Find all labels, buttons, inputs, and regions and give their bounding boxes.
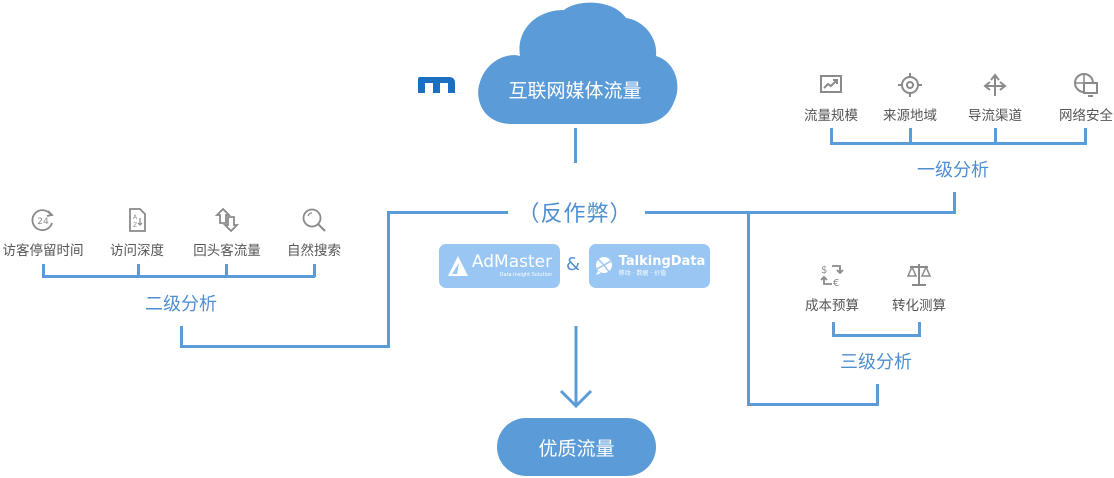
target-icon [898, 73, 922, 97]
level1-item-label: 流量规模 [804, 108, 858, 124]
anti-fraud-label: （反作弊） [517, 202, 633, 227]
result-label: 优质流量 [538, 437, 615, 460]
svg-text:A: A [133, 214, 138, 221]
level1-item-label: 来源地域 [883, 108, 937, 124]
globe-monitor-icon [1074, 73, 1098, 97]
search-icon [302, 208, 326, 232]
level1-tick [909, 128, 912, 144]
source-label: 互联网媒体流量 [508, 80, 642, 102]
level3-tick [918, 322, 921, 336]
level3-item-cost-budget: $€ 成本预算 [782, 262, 882, 314]
level2-item-stay-time: 24 访客停留时间 [0, 207, 93, 259]
level2-tick [42, 264, 45, 277]
level2-item-returning: 回头客流量 [177, 207, 277, 259]
level2-tick [225, 264, 228, 277]
svg-text:€: € [833, 278, 839, 288]
level2-tick [313, 264, 316, 277]
admaster-name: AdMaster [471, 252, 553, 272]
level3-tick [832, 322, 835, 336]
partner-joiner: & [566, 254, 581, 275]
level1-tick [994, 128, 997, 144]
level1-item-traffic-scale: 流量规模 [781, 72, 881, 124]
level3-item-conversion: 转化测算 [869, 262, 969, 314]
level3-bracket [832, 334, 921, 337]
connector-right-branch-down [747, 211, 750, 406]
talkingdata-name: TalkingData [618, 254, 706, 269]
level3-title: 三级分析 [840, 352, 912, 373]
connector-right-bottom-up [876, 384, 879, 406]
result-quality-traffic: 优质流量 [497, 418, 656, 476]
level1-item-label: 网络安全 [1059, 108, 1113, 124]
connector-left-vertical [387, 211, 390, 348]
level1-item-channel: 导流渠道 [945, 72, 1045, 124]
svg-text:24: 24 [37, 217, 49, 227]
connector-right-horizontal [645, 211, 956, 214]
svg-text:$: $ [821, 265, 827, 276]
sort-az-document-icon: AZ [129, 208, 146, 232]
level3-item-label: 转化测算 [892, 298, 946, 314]
admaster-mark-icon [447, 256, 468, 276]
split-arrows-icon [983, 73, 1007, 96]
level2-tick [137, 264, 140, 277]
level2-item-label: 访问深度 [110, 243, 164, 259]
connector-right-up [953, 192, 956, 214]
level2-item-organic-search: 自然搜索 [264, 207, 364, 259]
talkingdata-logo: TalkingData 移动 · 数据 · 价值 [589, 244, 710, 288]
down-arrow-icon [559, 326, 593, 409]
currency-exchange-icon: $€ [820, 265, 844, 288]
level2-bracket [42, 275, 315, 278]
up-down-arrows-icon [214, 207, 240, 233]
balance-scale-icon [906, 264, 932, 286]
level2-item-label: 自然搜索 [287, 243, 341, 259]
admaster-logo: AdMaster Data·Insight·Solution [439, 244, 560, 288]
svg-text:Z: Z [133, 222, 137, 229]
level2-title: 二级分析 [145, 294, 217, 315]
connector-left-horizontal [387, 211, 508, 214]
connector-left-up [180, 326, 183, 348]
connector-left-bottom [180, 345, 390, 348]
talkingdata-mark-icon [595, 257, 612, 275]
level1-item-label: 导流渠道 [968, 108, 1022, 124]
level2-item-label: 回头客流量 [193, 243, 261, 259]
clock-24-icon: 24 [31, 209, 54, 232]
admaster-tagline: Data·Insight·Solution [499, 272, 553, 278]
level1-bracket [830, 142, 1087, 145]
connector-right-bottom [747, 403, 879, 406]
level1-item-network-security: 网络安全 [1036, 72, 1114, 124]
talkingdata-tagline: 移动 · 数据 · 价值 [618, 270, 667, 277]
level1-item-source-region: 来源地域 [860, 72, 960, 124]
m-logo-icon [418, 77, 455, 93]
chart-trend-icon [820, 75, 842, 93]
level1-title: 一级分析 [917, 160, 989, 181]
level3-item-label: 成本预算 [805, 298, 859, 314]
level2-item-label: 访客停留时间 [2, 243, 84, 259]
source-cloud [478, 2, 678, 124]
level1-tick [830, 128, 833, 144]
connector-source-down [574, 128, 577, 163]
level1-tick [1084, 128, 1087, 144]
